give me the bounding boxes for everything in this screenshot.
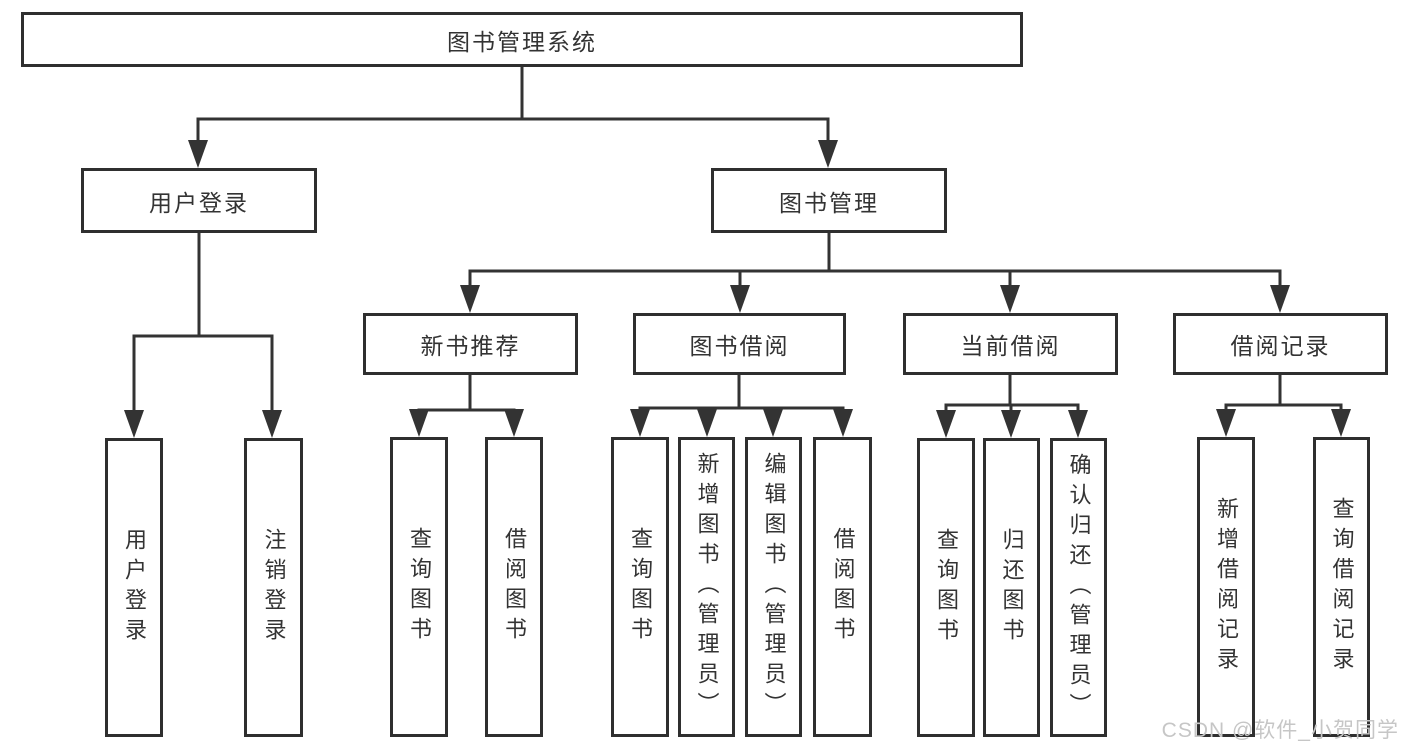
csdn-watermark: CSDN @软件_小贺同学 — [1161, 719, 1399, 742]
leaf-edit-books-admin: 编辑图书（管理员） — [745, 437, 802, 737]
node-label: 新增借阅记录 — [1214, 497, 1239, 677]
node-label: 新增图书（管理员） — [694, 452, 720, 722]
node-label: 用户登录 — [122, 527, 147, 648]
node-current-borrow: 当前借阅 — [903, 313, 1118, 375]
node-label: 查询图书 — [628, 527, 653, 647]
node-library-management-system: 图书管理系统 — [21, 12, 1023, 67]
node-label: 查询图书 — [407, 527, 432, 647]
node-label: 归还图书 — [999, 527, 1025, 648]
leaf-borrow-books-borrow: 借阅图书 — [813, 437, 872, 737]
node-book-borrow: 图书借阅 — [633, 313, 846, 375]
leaf-add-borrow-record: 新增借阅记录 — [1197, 437, 1255, 737]
node-borrow-records: 借阅记录 — [1173, 313, 1388, 375]
leaf-query-borrow-record: 查询借阅记录 — [1313, 437, 1370, 737]
leaf-confirm-return-admin: 确认归还（管理员） — [1050, 438, 1107, 737]
node-label: 借阅图书 — [502, 527, 527, 647]
leaf-user-login: 用户登录 — [105, 438, 163, 737]
leaf-query-books-current: 查询图书 — [917, 438, 975, 737]
leaf-logout: 注销登录 — [244, 438, 303, 737]
node-label: 查询图书 — [934, 527, 959, 648]
node-user-login: 用户登录 — [81, 168, 317, 233]
leaf-query-books-borrow: 查询图书 — [611, 437, 669, 737]
node-label: 编辑图书（管理员） — [761, 452, 787, 722]
node-label: 图书管理系统 — [447, 28, 597, 55]
node-label: 借阅图书 — [830, 527, 856, 647]
leaf-query-books-recommend: 查询图书 — [390, 437, 448, 737]
node-label: 用户登录 — [149, 189, 249, 216]
node-book-management: 图书管理 — [711, 168, 947, 233]
leaf-borrow-books-recommend: 借阅图书 — [485, 437, 543, 737]
node-label: 新书推荐 — [420, 333, 521, 359]
leaf-return-books: 归还图书 — [983, 438, 1040, 737]
node-label: 查询借阅记录 — [1329, 497, 1355, 677]
node-label: 当前借阅 — [960, 333, 1061, 359]
node-label: 确认归还（管理员） — [1066, 452, 1092, 723]
node-new-book-recommend: 新书推荐 — [363, 313, 578, 375]
node-label: 图书借阅 — [689, 333, 790, 359]
node-label: 图书管理 — [779, 189, 879, 216]
node-label: 注销登录 — [261, 527, 287, 648]
leaf-add-books-admin: 新增图书（管理员） — [678, 437, 735, 737]
node-label: 借阅记录 — [1230, 333, 1331, 359]
